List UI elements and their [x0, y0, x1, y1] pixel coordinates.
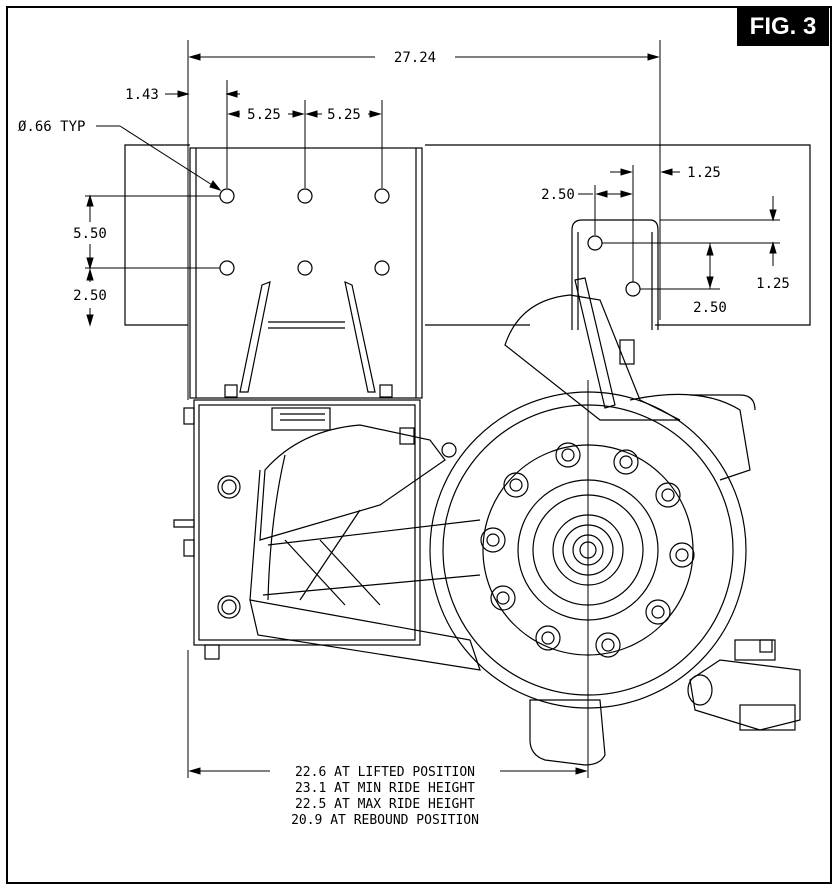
trailing-arm: [249, 424, 481, 671]
dimension-lines: [85, 40, 780, 778]
dim-edge-offset: 1.43: [125, 87, 159, 103]
lug-nuts: [480, 442, 695, 658]
dim-right-2-50-horizontal: 2.50: [541, 187, 575, 203]
ride-note-min: 23.1 AT MIN RIDE HEIGHT: [295, 781, 475, 796]
dim-right-2-50-vertical: 2.50: [693, 300, 727, 316]
hole: [297, 188, 313, 204]
hole: [625, 281, 641, 297]
hole: [297, 260, 313, 276]
hole: [374, 188, 390, 204]
dimension-labels: 27.24 1.43 5.25 5.25 Ø.66 TYP 5.50 2.50 …: [18, 50, 790, 316]
dim-hole-diameter: Ø.66 TYP: [18, 119, 85, 135]
brake-assembly: [529, 639, 801, 766]
hole: [374, 260, 390, 276]
ride-height-notes: 22.6 AT LIFTED POSITION 23.1 AT MIN RIDE…: [291, 765, 479, 828]
frame-rail: [124, 144, 811, 326]
ride-note-lifted: 22.6 AT LIFTED POSITION: [295, 765, 475, 780]
dim-vertical-2-50: 2.50: [73, 288, 107, 304]
dim-overall-width: 27.24: [394, 50, 436, 66]
ride-note-max: 22.5 AT MAX RIDE HEIGHT: [295, 797, 475, 812]
dim-right-1-25-vertical: 1.25: [756, 276, 790, 292]
hole: [219, 260, 235, 276]
dim-right-1-25-horizontal: 1.25: [687, 165, 721, 181]
ride-note-rebound: 20.9 AT REBOUND POSITION: [291, 813, 479, 828]
hole: [219, 188, 235, 204]
hole: [587, 235, 603, 251]
dim-spacing-a: 5.25: [247, 107, 281, 123]
left-hanger-bracket: [189, 147, 423, 399]
dim-vertical-5-50: 5.50: [73, 226, 107, 242]
drawing-frame: [6, 6, 832, 884]
dim-spacing-b: 5.25: [327, 107, 361, 123]
pivot-housing: [173, 399, 457, 660]
right-hanger-bracket: [571, 219, 659, 330]
figure-label: FIG. 3: [737, 8, 829, 46]
